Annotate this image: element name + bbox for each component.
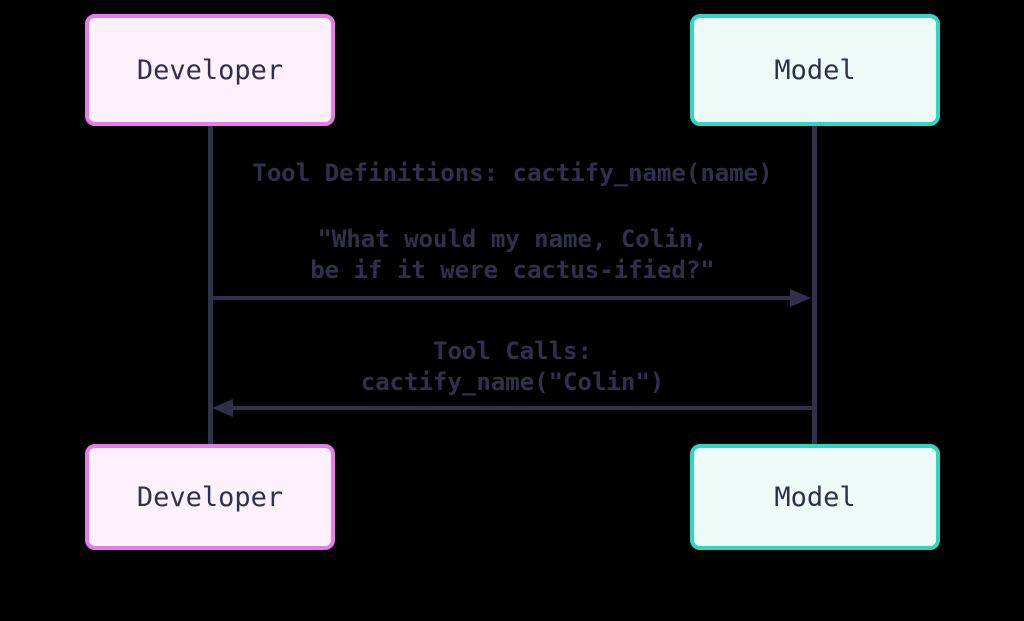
tool-calls-line2: cactify_name("Colin") (360, 368, 665, 396)
model-actor-box-top: Model (690, 14, 940, 126)
model-label: Model (774, 481, 856, 513)
user-question-message: "What would my name, Colin, be if it wer… (210, 224, 815, 286)
developer-actor-box-top: Developer (85, 14, 335, 126)
user-question-line2: be if it were cactus-ified?" (310, 256, 715, 284)
user-question-line1: "What would my name, Colin, (317, 225, 708, 253)
tool-definitions-message: Tool Definitions: cactify_name(name) (210, 158, 815, 189)
developer-label: Developer (136, 54, 284, 86)
developer-label: Developer (136, 481, 284, 513)
tool-calls-line1: Tool Calls: (433, 337, 592, 365)
request-arrow-line (210, 296, 792, 300)
developer-actor-box-bottom: Developer (85, 444, 335, 550)
response-arrow-line (232, 406, 815, 410)
developer-lifeline (208, 124, 213, 446)
model-lifeline (812, 124, 817, 446)
arrowhead-left-icon (212, 399, 233, 417)
arrowhead-right-icon (790, 289, 811, 307)
tool-calls-message: Tool Calls: cactify_name("Colin") (210, 336, 815, 398)
tool-definitions-text: Tool Definitions: cactify_name(name) (252, 159, 773, 187)
model-actor-box-bottom: Model (690, 444, 940, 550)
model-label: Model (774, 54, 856, 86)
